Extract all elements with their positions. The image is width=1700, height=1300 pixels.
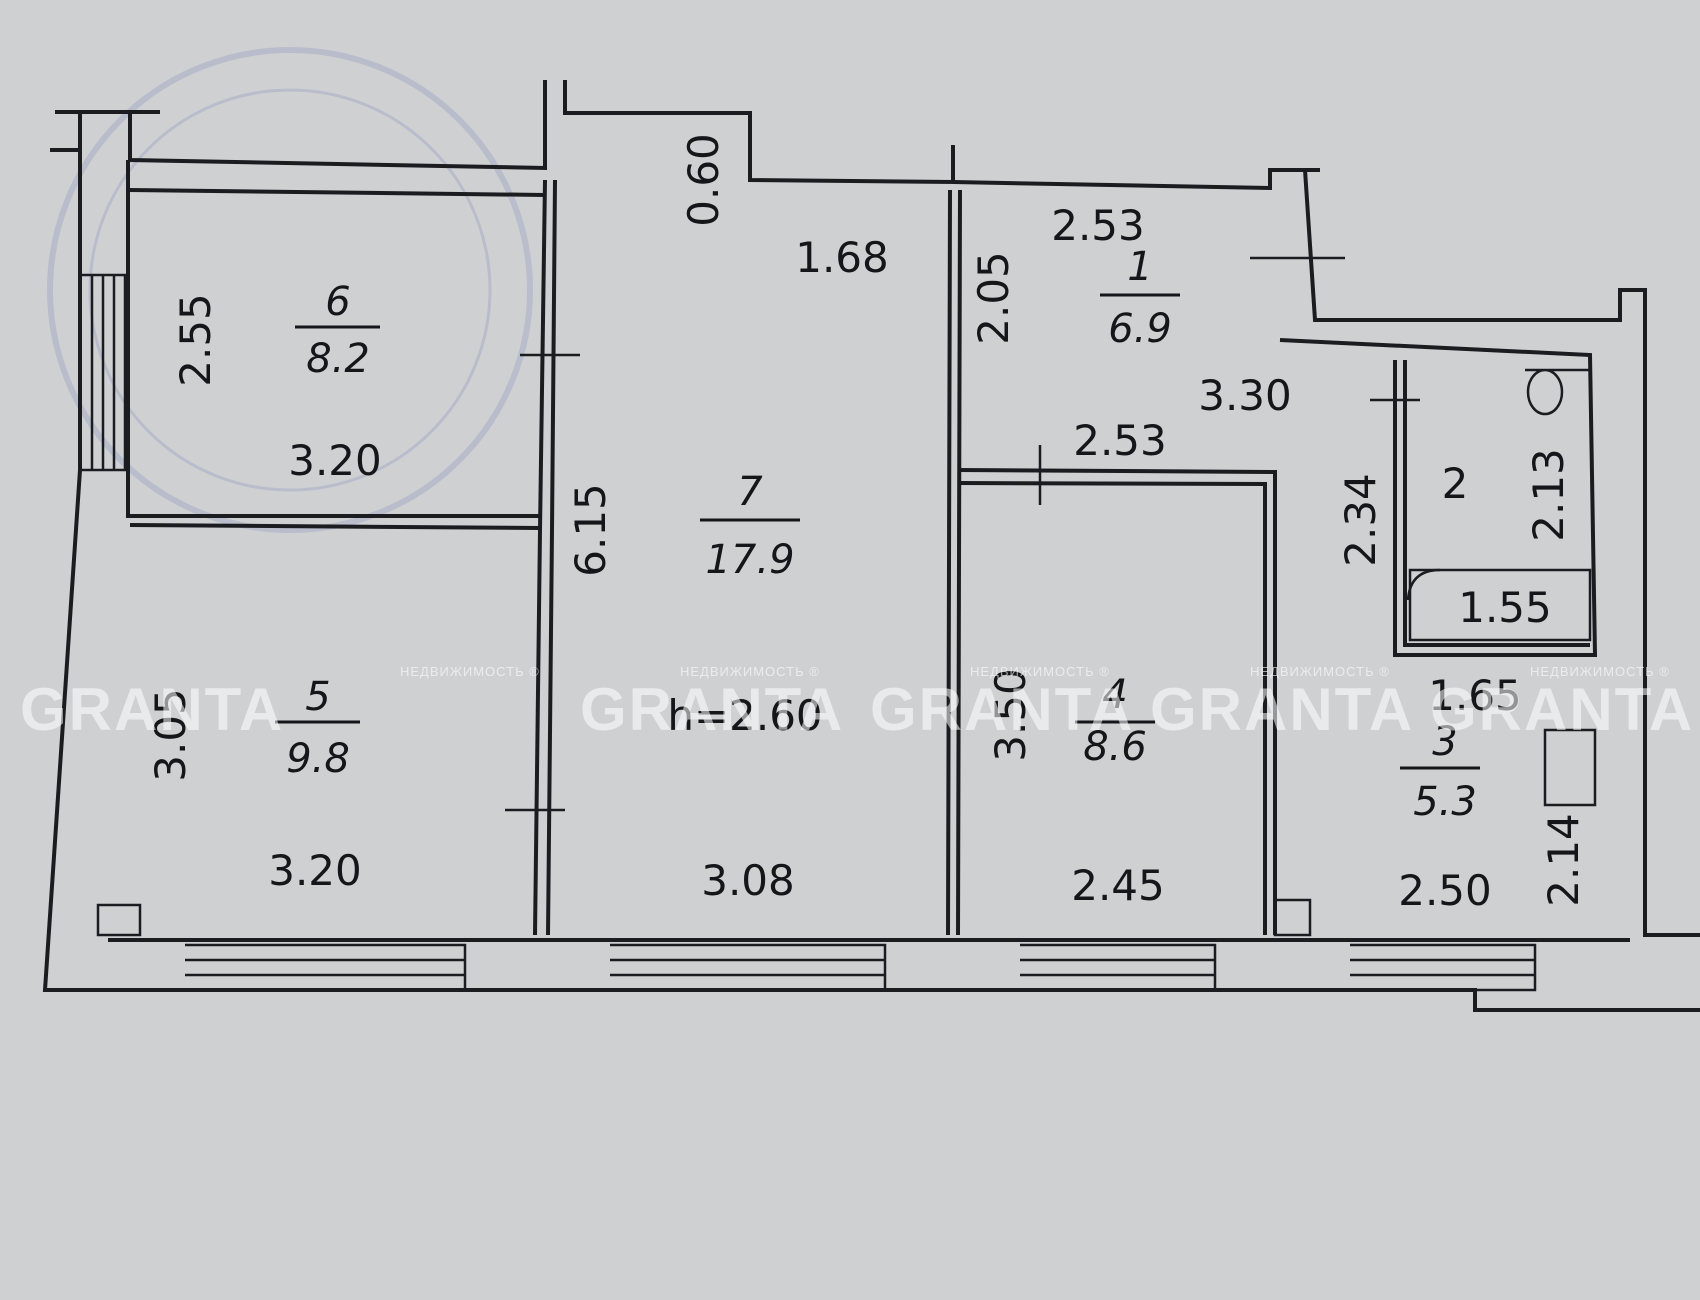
watermark-brand: GRANTA [1150, 676, 1414, 743]
dim-r4-height: 3.50 [986, 668, 1035, 762]
windows [82, 273, 1537, 992]
room-number: 5 [305, 674, 330, 720]
room-number: 2 [1442, 459, 1469, 508]
room-number: 3 [1432, 719, 1457, 765]
dim-r4-width: 2.45 [1071, 861, 1165, 910]
room-area: 8.2 [306, 336, 370, 382]
watermark-caption: НЕДВИЖИМОСТЬ ® [1250, 664, 1390, 679]
dim-r6-height: 2.55 [171, 293, 220, 387]
watermark-caption: НЕДВИЖИМОСТЬ ® [1530, 664, 1670, 679]
dimension-labels: 2.55 3.20 3.05 3.20 0.60 1.68 6.15 h=2.6… [146, 133, 1588, 915]
watermark-caption: НЕДВИЖИМОСТЬ ® [400, 664, 540, 679]
watermark-caption: НЕДВИЖИМОСТЬ ® [680, 664, 820, 679]
dim-r7-niche: 0.60 [679, 133, 728, 227]
dim-r2-height-left: 2.34 [1336, 473, 1385, 567]
dim-r3-width: 2.50 [1398, 866, 1492, 915]
dim-r3-height: 2.14 [1539, 813, 1588, 907]
dim-r1-top: 2.53 [1051, 201, 1145, 250]
room-number: 4 [1102, 672, 1127, 718]
watermark-caption: НЕДВИЖИМОСТЬ ® [970, 664, 1110, 679]
dim-r4-top: 2.53 [1073, 416, 1167, 465]
dim-r7-width: 3.08 [701, 856, 795, 905]
room-number: 1 [1127, 244, 1152, 290]
room-area: 6.9 [1108, 306, 1172, 352]
dim-r5-height: 3.05 [146, 688, 195, 782]
watermark-brand: GRANTA [1430, 676, 1694, 743]
room-area: 9.8 [286, 736, 350, 782]
stamp [47, 47, 533, 533]
room-area: 8.6 [1083, 724, 1147, 770]
dim-r5-width: 3.20 [268, 846, 362, 895]
door-marks [505, 256, 1420, 812]
dim-r7-top: 1.68 [795, 233, 889, 282]
watermark-brand: GRANTA [580, 676, 844, 743]
dim-r6-width: 3.20 [288, 436, 382, 485]
room-area: 5.3 [1413, 779, 1477, 825]
dim-r2-bath: 1.55 [1458, 583, 1552, 632]
interior-walls [96, 179, 1598, 937]
dim-r7-height: 6.15 [566, 483, 615, 577]
room-area: 17.9 [705, 537, 794, 583]
dim-r2-height-right: 2.13 [1524, 448, 1573, 542]
room-number: 7 [737, 469, 763, 515]
dim-r1-height: 2.05 [969, 251, 1018, 345]
dim-ceiling: h=2.60 [667, 691, 822, 740]
room-number: 6 [325, 279, 350, 325]
watermark: GRANTA GRANTA GRANTA GRANTA GRANTA НЕДВИ… [20, 664, 1694, 743]
watermark-brand: GRANTA [20, 676, 284, 743]
dim-r3-top: 1.65 [1428, 671, 1522, 720]
watermark-brand: GRANTA [870, 676, 1134, 743]
dim-r1-side: 3.30 [1198, 371, 1292, 420]
room-labels: 6 8.2 5 9.8 7 17.9 1 6.9 4 8.6 2 3 5.3 [275, 244, 1480, 825]
